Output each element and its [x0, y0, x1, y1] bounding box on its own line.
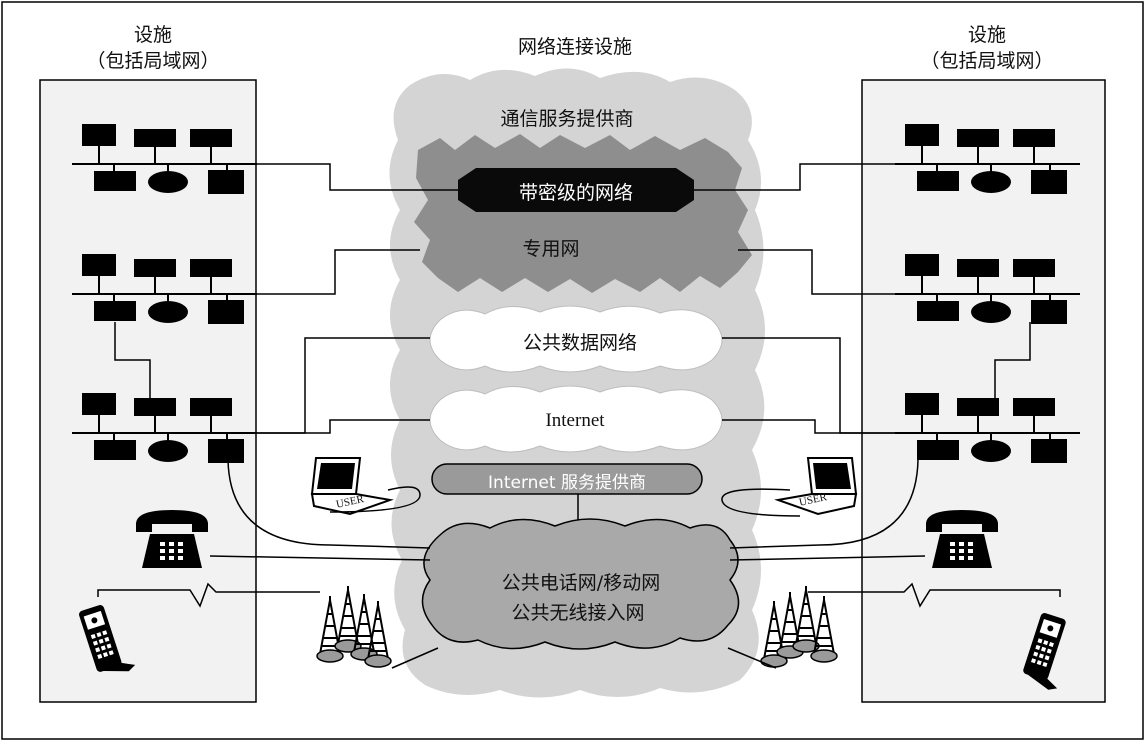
service-provider-label: 通信服务提供商 — [500, 108, 634, 130]
pstn-mobile-label: 公共电话网/移动网 — [501, 572, 661, 594]
isp-box — [431, 463, 703, 495]
public-wireless-label: 公共无线接入网 — [511, 602, 645, 624]
internet-cloud — [429, 385, 723, 453]
right-facility-subtitle: （包括局域网） — [920, 50, 1054, 72]
private-network-area — [414, 134, 752, 293]
classified-network-shape — [458, 168, 694, 212]
isp-label: Internet 服务提供商 — [488, 473, 646, 493]
classified-network-label: 带密级的网络 — [518, 182, 633, 204]
right-facility-title: 设施 — [967, 24, 1006, 46]
left-facility-subtitle: （包括局域网） — [86, 50, 220, 72]
public-data-network-label: 公共数据网络 — [522, 332, 637, 354]
public-data-network-cloud — [429, 305, 723, 373]
network-facility-title: 网络连接设施 — [517, 36, 632, 58]
private-network-label: 专用网 — [522, 238, 580, 260]
pstn-mobile-cloud — [421, 518, 740, 650]
internet-label: Internet — [545, 410, 605, 431]
left-facility-title: 设施 — [133, 24, 172, 46]
